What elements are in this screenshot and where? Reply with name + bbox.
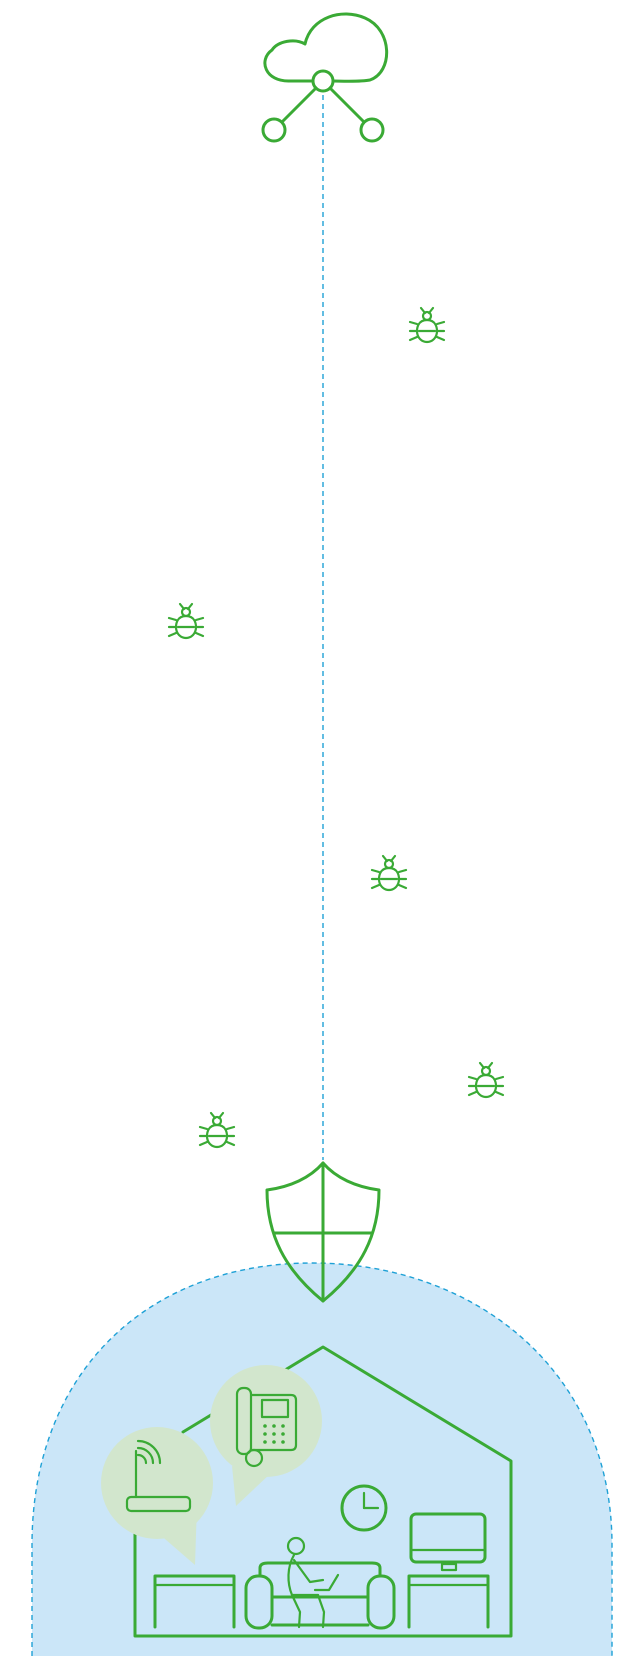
bug-icon (372, 856, 406, 890)
bug-icon (410, 308, 444, 342)
bug-icon (169, 604, 203, 638)
bug-icon (469, 1063, 503, 1097)
bug-icon (200, 1113, 234, 1147)
cloud-network-icon (263, 14, 387, 141)
